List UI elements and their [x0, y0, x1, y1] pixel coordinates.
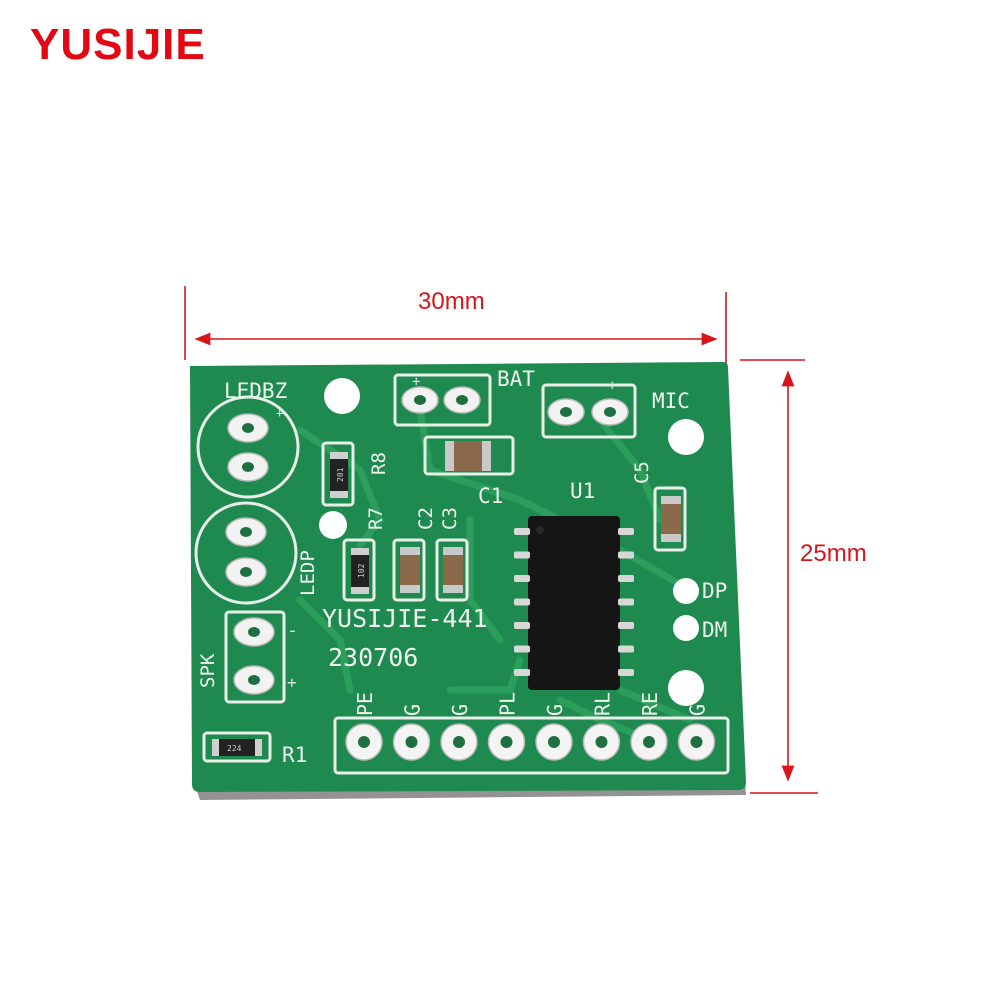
through-hole-pad	[225, 557, 267, 587]
chip-pin	[514, 598, 530, 606]
board-model-text: YUSIJIE-441	[322, 604, 488, 633]
smd-components	[212, 441, 681, 756]
pin-label: G	[686, 704, 710, 716]
label-dp: DP	[702, 579, 727, 603]
through-hole-pad	[225, 517, 267, 547]
height-dimension-label: 25mm	[800, 540, 867, 567]
r1-code: 224	[227, 744, 242, 753]
label-ledbz: LEDBZ	[224, 379, 287, 403]
chip-pin	[514, 528, 530, 535]
label-u1: U1	[570, 479, 595, 503]
through-hole-pad	[591, 398, 629, 426]
mounting-holes	[319, 378, 704, 706]
pin-labels: PE G G PL G RL RE G	[353, 692, 710, 716]
pin-label: G	[543, 704, 567, 716]
label-bat: BAT	[497, 367, 535, 391]
label-spk: SPK	[197, 653, 219, 688]
header-pin-pad	[487, 723, 526, 761]
pin-label: RL	[591, 692, 615, 716]
header-pin-pad	[630, 723, 668, 761]
through-hole-pad	[233, 617, 275, 647]
label-c3: C3	[439, 507, 461, 530]
header-pin-pad	[677, 723, 716, 761]
chip-pin	[618, 575, 634, 582]
chip-pin	[618, 528, 634, 535]
u1-chip	[514, 516, 634, 690]
label-c5: C5	[631, 461, 653, 484]
copper-traces	[296, 406, 694, 742]
svg-text:+: +	[276, 406, 283, 420]
label-c2: C2	[415, 507, 437, 530]
label-r8: R8	[368, 452, 390, 475]
chip-pin	[514, 575, 530, 582]
through-hole-pad	[227, 413, 269, 443]
chip-pin	[514, 645, 530, 653]
dimension-lines	[184, 286, 818, 794]
pin-label: G	[448, 704, 472, 716]
chip-pin	[514, 622, 530, 629]
pin-label: PE	[353, 692, 377, 716]
chip-pin	[618, 622, 634, 629]
header-pin-pad	[582, 723, 621, 761]
r8-code: 201	[336, 467, 345, 482]
component-codes: 201 102 224	[227, 467, 366, 753]
chip-pin	[618, 645, 634, 653]
chip-pin	[618, 598, 634, 606]
label-ledp: LEDP	[297, 550, 319, 596]
chip-pin	[618, 551, 634, 559]
width-dimension-label: 30mm	[418, 288, 485, 315]
header-pin-pad	[345, 723, 383, 761]
label-c1: C1	[478, 484, 503, 508]
silkscreen-outlines	[194, 373, 730, 775]
through-hole-pad	[547, 398, 585, 426]
svg-text:+: +	[412, 374, 420, 390]
header-pin-pad	[392, 723, 431, 761]
through-hole-pad	[227, 452, 269, 482]
board-date-code: 230706	[328, 643, 418, 672]
solder-pads	[225, 386, 716, 761]
through-hole-pad	[401, 386, 439, 414]
chip-pin	[618, 669, 634, 676]
pin-label: RE	[638, 692, 662, 716]
svg-text:-: -	[562, 378, 570, 394]
label-dm: DM	[702, 618, 727, 642]
silkscreen-text: LEDBZ LEDP SPK BAT MIC R1 R7 R8 C1 C2 C3…	[197, 367, 727, 767]
r7-code: 102	[357, 563, 366, 578]
pin-label: G	[401, 704, 425, 716]
label-r7: R7	[365, 507, 387, 530]
through-hole-pad	[443, 386, 481, 414]
chip-pin	[514, 669, 530, 676]
header-pin-pad	[440, 723, 478, 761]
header-pin-pad	[535, 723, 573, 761]
chip-pin	[514, 551, 530, 559]
label-mic: MIC	[652, 389, 690, 413]
svg-text:+: +	[608, 378, 616, 394]
pin-label: PL	[496, 692, 520, 716]
brand-logo-text: YUSIJIE	[30, 20, 206, 69]
svg-text:-: -	[287, 620, 298, 641]
svg-text:+: +	[287, 673, 297, 692]
through-hole-pad	[233, 665, 275, 695]
label-r1: R1	[282, 743, 307, 767]
